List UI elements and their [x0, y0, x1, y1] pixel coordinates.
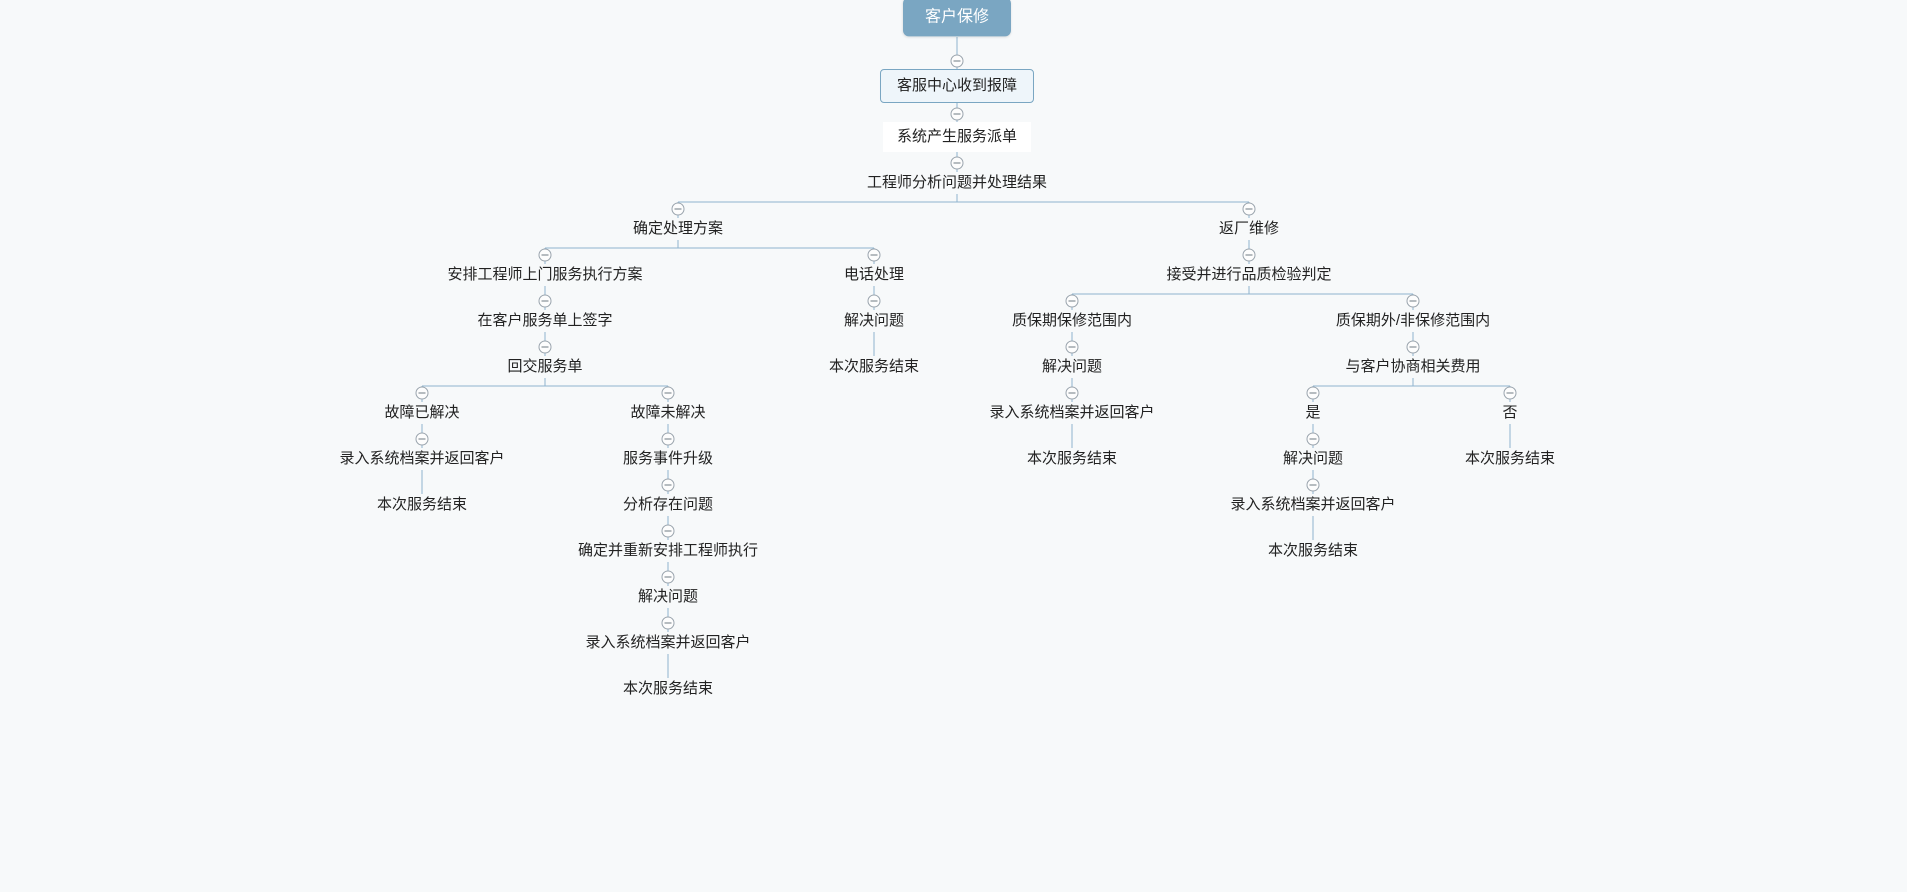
- collapse-minus-icon[interactable]: [1406, 340, 1420, 354]
- collapse-minus-icon[interactable]: [867, 294, 881, 308]
- collapse-minus-icon[interactable]: [950, 54, 964, 68]
- collapse-minus-icon[interactable]: [415, 386, 429, 400]
- collapse-minus-icon[interactable]: [1065, 294, 1079, 308]
- mindmap-node[interactable]: 质保期保修范围内: [1011, 312, 1133, 329]
- mindmap-node[interactable]: 故障未解决: [630, 404, 706, 421]
- mindmap-node[interactable]: 客服中心收到报障: [879, 69, 1035, 103]
- mindmap-node[interactable]: 本次服务结束: [1464, 450, 1556, 467]
- collapse-minus-icon[interactable]: [1406, 294, 1420, 308]
- mindmap-node[interactable]: 解决问题: [843, 312, 905, 329]
- collapse-minus-icon[interactable]: [661, 570, 675, 584]
- collapse-minus-icon[interactable]: [538, 294, 552, 308]
- mindmap-node[interactable]: 质保期外/非保修范围内: [1335, 312, 1491, 329]
- collapse-minus-icon[interactable]: [950, 107, 964, 121]
- mindmap-node[interactable]: 本次服务结束: [1026, 450, 1118, 467]
- collapse-minus-icon[interactable]: [867, 248, 881, 262]
- collapse-minus-icon[interactable]: [1242, 248, 1256, 262]
- mindmap-node[interactable]: 确定并重新安排工程师执行: [577, 542, 759, 559]
- collapse-minus-icon[interactable]: [950, 156, 964, 170]
- mindmap-node[interactable]: 工程师分析问题并处理结果: [866, 174, 1048, 191]
- mindmap-node[interactable]: 接受并进行品质检验判定: [1166, 266, 1332, 283]
- mindmap-node[interactable]: 确定处理方案: [632, 220, 724, 237]
- collapse-minus-icon[interactable]: [1242, 202, 1256, 216]
- mindmap-root-node[interactable]: 客户保修: [902, 0, 1012, 37]
- mindmap-node[interactable]: 录入系统档案并返回客户: [1230, 496, 1396, 513]
- collapse-minus-icon[interactable]: [415, 432, 429, 446]
- collapse-minus-icon[interactable]: [661, 432, 675, 446]
- mindmap-node[interactable]: 分析存在问题: [622, 496, 714, 513]
- mindmap-node[interactable]: 系统产生服务派单: [882, 122, 1032, 152]
- mindmap-node[interactable]: 与客户协商相关费用: [1345, 358, 1481, 375]
- collapse-minus-icon[interactable]: [661, 386, 675, 400]
- mindmap-node[interactable]: 故障已解决: [384, 404, 460, 421]
- mindmap-node[interactable]: 录入系统档案并返回客户: [585, 634, 751, 651]
- mindmap-node[interactable]: 服务事件升级: [622, 450, 714, 467]
- collapse-minus-icon[interactable]: [538, 340, 552, 354]
- collapse-minus-icon[interactable]: [661, 524, 675, 538]
- mindmap-node[interactable]: 否: [1502, 404, 1518, 421]
- collapse-minus-icon[interactable]: [1503, 386, 1517, 400]
- mindmap-node[interactable]: 本次服务结束: [828, 358, 920, 375]
- mindmap-node[interactable]: 回交服务单: [507, 358, 583, 375]
- mindmap-node[interactable]: 录入系统档案并返回客户: [989, 404, 1155, 421]
- collapse-minus-icon[interactable]: [661, 478, 675, 492]
- collapse-minus-icon[interactable]: [1306, 478, 1320, 492]
- mindmap-node[interactable]: 安排工程师上门服务执行方案: [447, 266, 643, 283]
- collapse-minus-icon[interactable]: [538, 248, 552, 262]
- mindmap-node[interactable]: 在客户服务单上签字: [477, 312, 613, 329]
- mindmap-node[interactable]: 本次服务结束: [376, 496, 468, 513]
- mindmap-node[interactable]: 返厂维修: [1218, 220, 1280, 237]
- mindmap-node[interactable]: 是: [1305, 404, 1321, 421]
- collapse-minus-icon[interactable]: [661, 616, 675, 630]
- mindmap-node[interactable]: 本次服务结束: [1267, 542, 1359, 559]
- collapse-minus-icon[interactable]: [1065, 340, 1079, 354]
- mindmap-node[interactable]: 解决问题: [637, 588, 699, 605]
- mindmap-node[interactable]: 解决问题: [1041, 358, 1103, 375]
- mindmap-node[interactable]: 电话处理: [843, 266, 905, 283]
- collapse-minus-icon[interactable]: [1306, 432, 1320, 446]
- mindmap-node[interactable]: 本次服务结束: [622, 680, 714, 697]
- mindmap-node[interactable]: 录入系统档案并返回客户: [339, 450, 505, 467]
- collapse-minus-icon[interactable]: [1306, 386, 1320, 400]
- collapse-minus-icon[interactable]: [671, 202, 685, 216]
- collapse-minus-icon[interactable]: [1065, 386, 1079, 400]
- mindmap-node[interactable]: 解决问题: [1282, 450, 1344, 467]
